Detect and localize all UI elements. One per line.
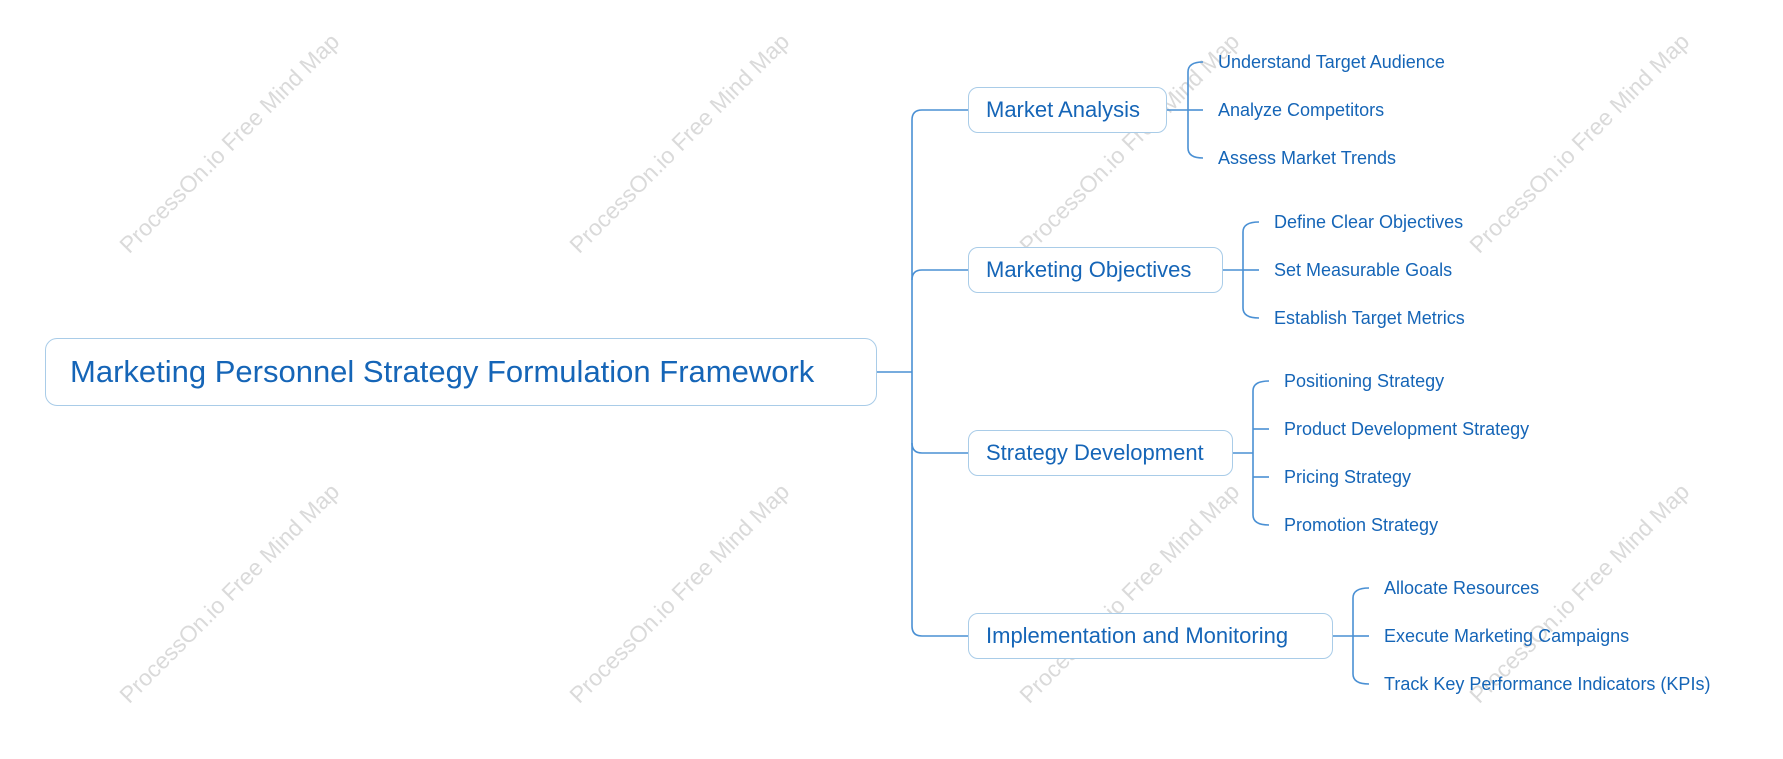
subtopic[interactable]: Allocate Resources	[1384, 578, 1540, 598]
connector-branch-1	[911, 109, 923, 372]
subtopic[interactable]: Define Clear Objectives	[1274, 212, 1464, 232]
subtopic[interactable]: Product Development Strategy	[1284, 419, 1530, 439]
subtopic[interactable]: Understand Target Audience	[1218, 52, 1445, 72]
subtopic[interactable]: Positioning Strategy	[1284, 371, 1445, 391]
topic-label: Implementation and Monitoring	[986, 623, 1289, 648]
root-topic[interactable]: Marketing Personnel Strategy Formulation…	[45, 338, 877, 406]
subtopic[interactable]: Pricing Strategy	[1284, 467, 1412, 487]
subtopic[interactable]: Analyze Competitors	[1218, 100, 1385, 120]
subtopic[interactable]: Establish Target Metrics	[1274, 308, 1465, 328]
topic-strategy-development[interactable]: Strategy Development	[968, 430, 1233, 476]
topic-label: Strategy Development	[986, 440, 1204, 465]
topic-marketing-objectives[interactable]: Marketing Objectives	[968, 247, 1223, 293]
subtopic[interactable]: Promotion Strategy	[1284, 515, 1439, 535]
topic-label: Market Analysis	[986, 97, 1141, 122]
subtopic[interactable]: Assess Market Trends	[1218, 148, 1397, 168]
connector-branch-4	[911, 443, 968, 637]
subtopic[interactable]: Execute Marketing Campaigns	[1384, 626, 1630, 646]
connector-branch-2	[911, 269, 968, 281]
root-topic-label: Marketing Personnel Strategy Formulation…	[70, 354, 815, 389]
subtopic[interactable]: Set Measurable Goals	[1274, 260, 1453, 280]
topic-market-analysis[interactable]: Market Analysis	[968, 87, 1167, 133]
subtopic[interactable]: Track Key Performance Indicators (KPIs)	[1384, 674, 1711, 694]
topic-implementation-monitoring[interactable]: Implementation and Monitoring	[968, 613, 1333, 659]
topic-label: Marketing Objectives	[986, 257, 1192, 282]
connector-branch-3	[911, 372, 968, 454]
